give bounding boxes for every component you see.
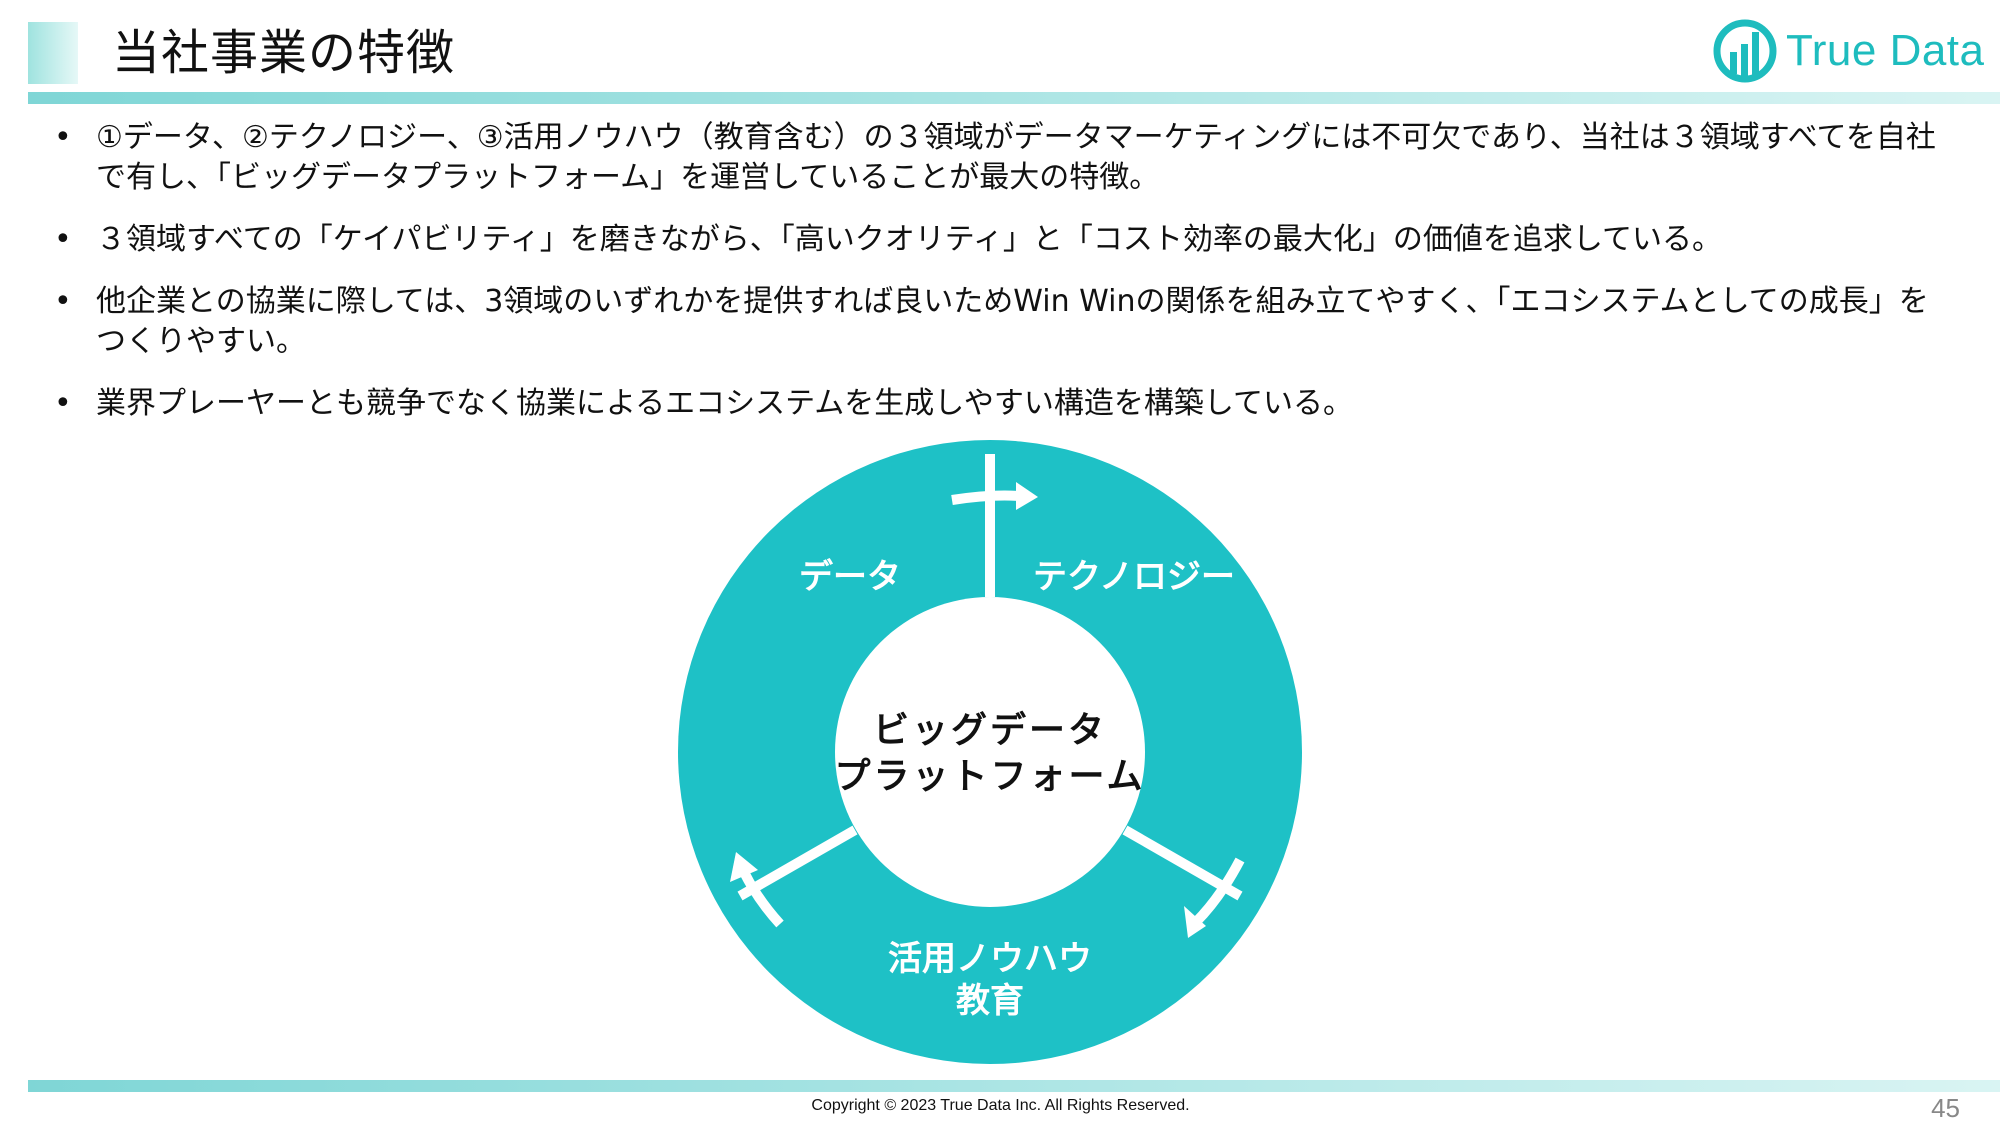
divider-left	[737, 825, 858, 901]
bullet-text: ３領域すべての「ケイパビリティ」を磨きながら、「高いクオリティ」と「コスト効率の…	[96, 222, 1722, 257]
hub-label-line2: プラットフォーム	[835, 756, 1146, 797]
arrow-up-left-icon	[730, 852, 784, 928]
arrow-right-icon	[951, 482, 1038, 510]
bullet-text: 業界プレーヤーとも競争でなく協業によるエコシステムを生成しやすい構造を構築してい…	[96, 386, 1353, 421]
bullet-item: • 業界プレーヤーとも競争でなく協業によるエコシステムを生成しやすい構造を構築し…	[52, 384, 1942, 424]
page-number: 45	[1931, 1093, 1960, 1123]
title-accent-bar	[28, 22, 78, 84]
bullet-dot: •	[54, 222, 72, 257]
segment-label-technology: テクノロジー	[1033, 557, 1235, 597]
bullet-text: ①データ、②テクノロジー、③活用ノウハウ（教育含む）の３領域がデータマーケティン…	[96, 120, 1936, 195]
bar-chart-circle-logo-icon	[1712, 18, 1778, 84]
segment-label-data: データ	[799, 557, 901, 597]
company-logo: True Data	[1712, 14, 1985, 88]
copyright-text: Copyright © 2023 True Data Inc. All Righ…	[811, 1097, 1190, 1114]
page-title: 当社事業の特徴	[112, 25, 456, 81]
bullet-dot: •	[54, 386, 72, 421]
bullet-item: • 他企業との協業に際しては、3領域のいずれかを提供すれば良いためWin Win…	[52, 282, 1942, 362]
segment-label-education: 教育	[956, 981, 1024, 1021]
hub-label-line1: ビッグデータ	[873, 709, 1107, 751]
bullet-item: • ①データ、②テクノロジー、③活用ノウハウ（教育含む）の３領域がデータマーケテ…	[52, 118, 1942, 198]
three-domain-cycle-diagram: データ テクノロジー 活用ノウハウ 教育 ビッグデータ プラットフォーム	[600, 440, 1400, 1080]
platform-hub	[835, 597, 1145, 907]
footer-divider	[28, 1080, 2000, 1092]
bullet-text: 他企業との協業に際しては、3領域のいずれかを提供すれば良いためWin Winの関…	[96, 284, 1929, 359]
bullet-list: • ①データ、②テクノロジー、③活用ノウハウ（教育含む）の３領域がデータマーケテ…	[52, 118, 1942, 446]
bullet-item: • ３領域すべての「ケイパビリティ」を磨きながら、「高いクオリティ」と「コスト効…	[52, 220, 1942, 260]
arrow-down-left-icon	[1184, 857, 1245, 938]
bullet-dot: •	[54, 284, 72, 319]
header-divider	[28, 92, 2000, 104]
bullet-dot: •	[54, 120, 72, 155]
logo-text: True Data	[1786, 26, 1985, 75]
segment-label-knowhow: 活用ノウハウ	[888, 939, 1092, 979]
